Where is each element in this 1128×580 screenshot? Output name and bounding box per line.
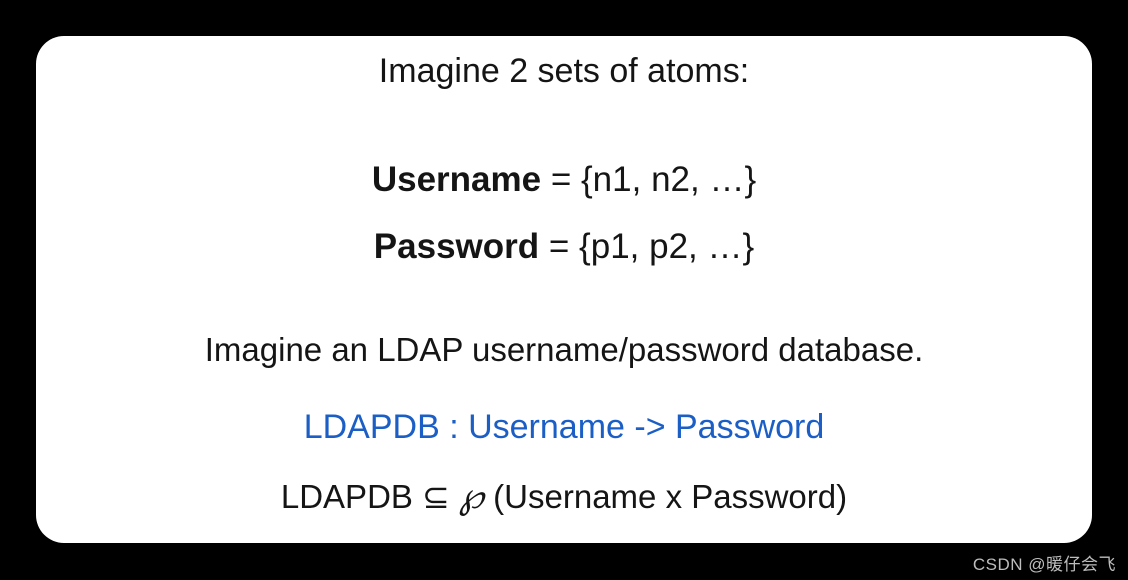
powerset-suffix: (Username x Password) <box>484 478 848 515</box>
ldapdb-type-signature: LDAPDB : Username -> Password <box>303 408 825 446</box>
password-definition: Password = {p1, p2, …} <box>36 227 1092 267</box>
password-term: Password <box>373 227 540 266</box>
ldap-sentence: Imagine an LDAP username/password databa… <box>204 331 924 368</box>
ldapdb-powerset-relation: LDAPDB ⊆ ℘ (Username x Password) <box>36 476 1092 517</box>
username-set-notation: = {n1, n2, …} <box>541 160 757 199</box>
slide-card: Imagine 2 sets of atoms: Username = {n1,… <box>36 36 1092 543</box>
username-definition: Username = {n1, n2, …} <box>36 160 1092 200</box>
powerset-prefix: LDAPDB ⊆ <box>280 478 459 515</box>
password-set-notation: = {p1, p2, …} <box>539 227 755 266</box>
csdn-watermark: CSDN @暖仔会飞 <box>972 555 1116 574</box>
powerset-symbol: ℘ <box>458 476 485 517</box>
username-term: Username <box>371 160 542 199</box>
slide-title: Imagine 2 sets of atoms: <box>378 52 750 90</box>
